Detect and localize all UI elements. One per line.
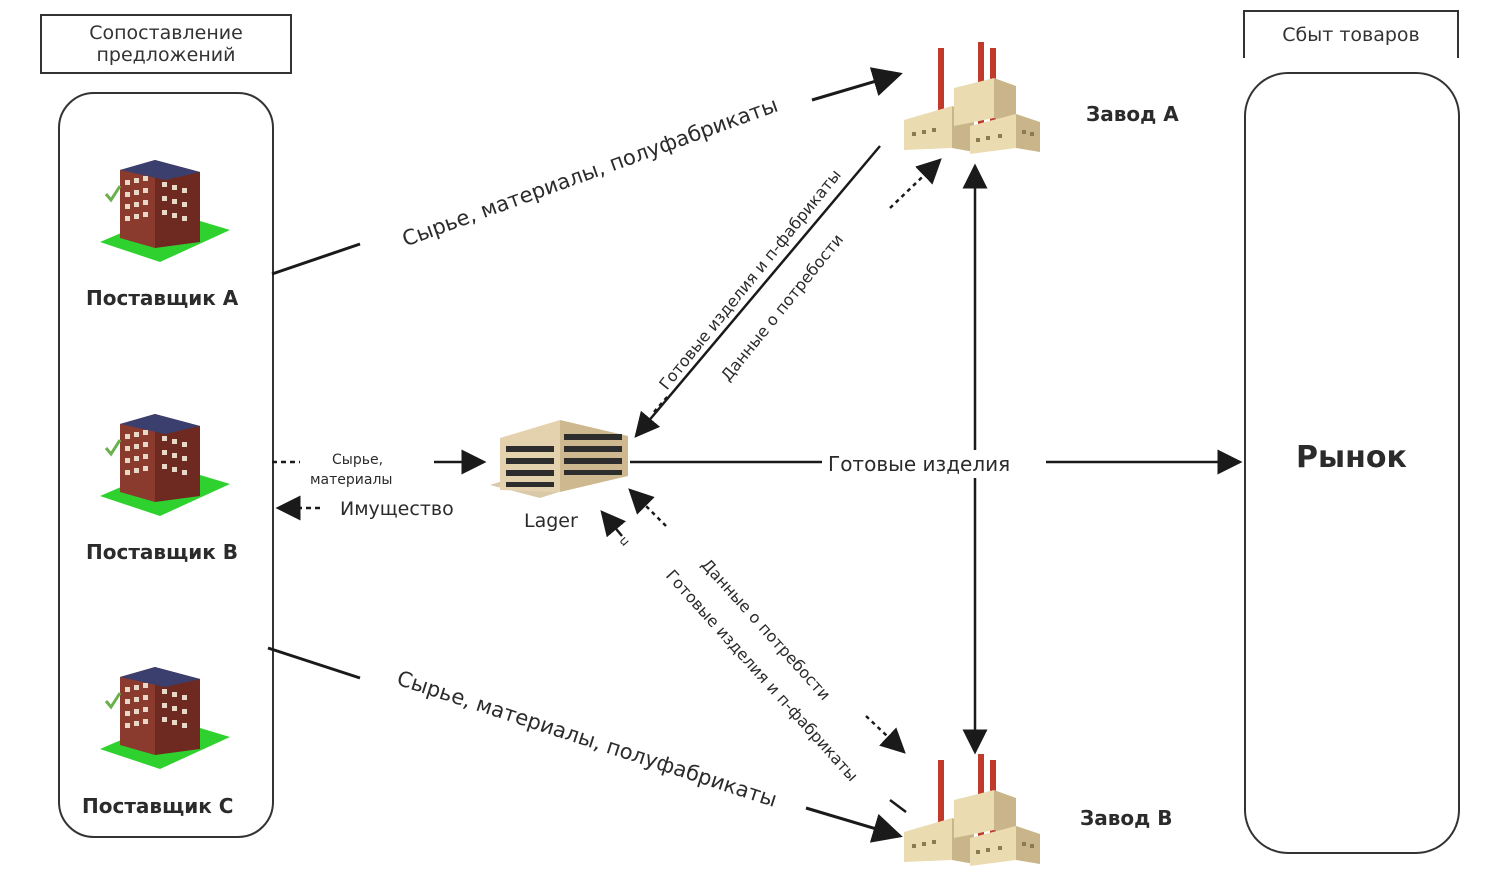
comparison-header-line2: предложений <box>96 44 236 66</box>
flow-supplier-c-plant-b <box>267 646 903 843</box>
lager-supplier-b-label: Имущество <box>340 498 454 520</box>
market-panel <box>1244 72 1460 854</box>
plant-b-factory-icon <box>904 754 1040 866</box>
comparison-header-line1: Сопоставление <box>89 22 243 44</box>
market-label: Рынок <box>1296 440 1407 475</box>
warehouse-icon <box>490 420 628 498</box>
plant-a-factory-icon <box>904 42 1040 154</box>
supplier-b-lager-label-line2: материалы <box>310 472 393 488</box>
supplier-b-lager-label-line1: Сырье, <box>332 452 384 468</box>
supplier-c-label: Поставщик С <box>82 794 234 818</box>
supplier-b-building-icon <box>98 412 232 518</box>
lager-market-label: Готовые изделия <box>828 452 1011 476</box>
warehouse-label: Lager <box>524 510 578 532</box>
flow-supplier-a-plant-a <box>271 67 903 276</box>
supplier-a-label: Поставщик А <box>86 286 239 310</box>
sales-header-label: Сбыт товаров <box>1282 24 1420 46</box>
supplier-b-label: Поставщик В <box>86 540 238 564</box>
supplier-a-building-icon <box>98 158 232 264</box>
plant-b-label: Завод В <box>1080 806 1173 830</box>
comparison-header: Сопоставление предложений <box>40 14 292 74</box>
flow-lager-plant-b <box>600 488 907 813</box>
sales-header: Сбыт товаров <box>1243 10 1459 58</box>
flow-lager-plant-a <box>634 145 942 438</box>
flow-supplier-b-lager <box>272 449 487 521</box>
supplier-c-building-icon <box>98 665 232 771</box>
plant-a-label: Завод А <box>1086 102 1179 126</box>
